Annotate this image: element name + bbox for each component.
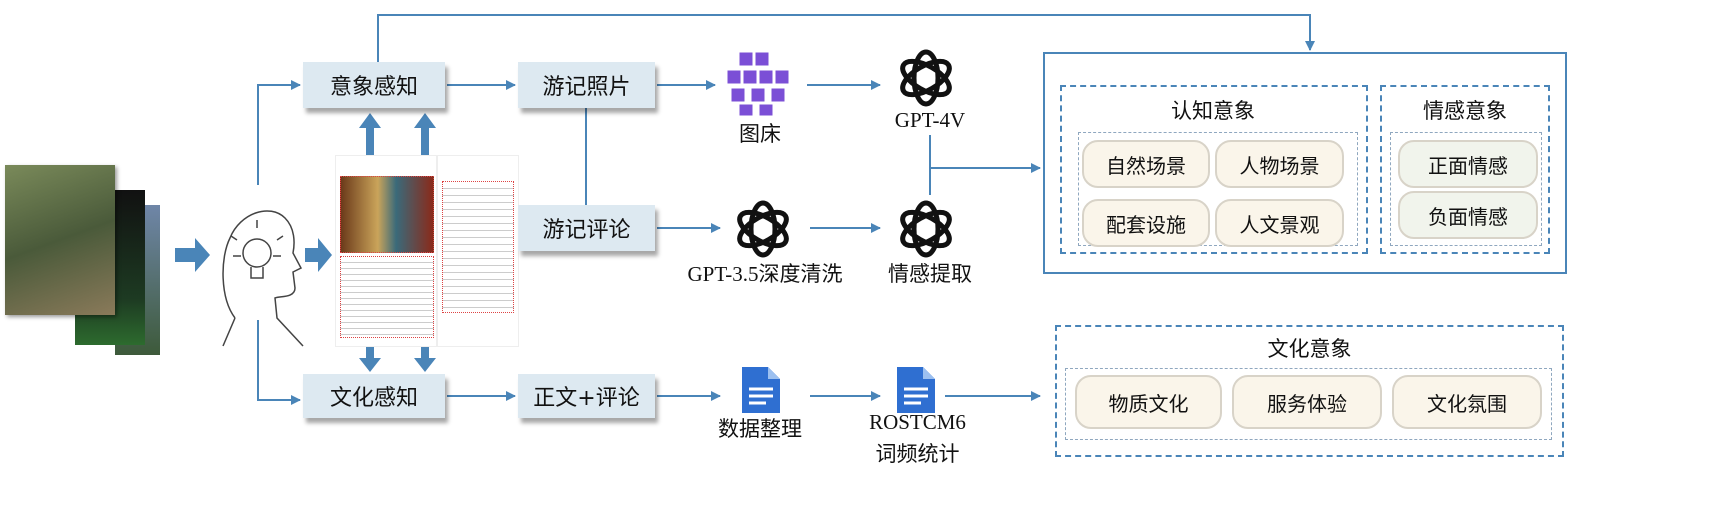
photo-stack [5, 165, 160, 355]
thick-arrows [175, 113, 436, 372]
comment-screenshot [437, 155, 519, 347]
travel-photos-box: 游记照片 [518, 62, 655, 108]
thinking-person-icon [222, 210, 304, 347]
cognitive-image-group [1060, 85, 1368, 254]
emotional-title: 情感意象 [1423, 99, 1507, 123]
item-positive: 正面情感 [1398, 140, 1538, 188]
cognitive-title: 认知意象 [1171, 99, 1255, 123]
cognitive-items-frame [1078, 132, 1358, 246]
item-service-experience: 服务体验 [1232, 375, 1382, 429]
item-natural-scene: 自然场景 [1082, 140, 1210, 188]
item-cultural-landscape: 人文景观 [1215, 199, 1344, 247]
item-people-scene: 人物场景 [1215, 140, 1344, 188]
item-material-culture: 物质文化 [1075, 375, 1222, 429]
text-comments-box: 正文+评论 [518, 374, 655, 418]
gpt4v-label: GPT-4V [894, 108, 966, 132]
culture-perception-box: 文化感知 [303, 374, 445, 418]
cultural-items-frame [1065, 368, 1552, 440]
emotional-image-group [1380, 85, 1550, 254]
image-bed-label: 图床 [739, 122, 781, 146]
openai-icon [737, 200, 789, 258]
openai-icon [900, 49, 952, 107]
cultural-title: 文化意象 [1267, 337, 1352, 361]
sentiment-label: 情感提取 [888, 262, 972, 286]
image-perception-box: 意象感知 [303, 62, 445, 108]
cultural-image-group [1055, 325, 1564, 457]
document-icon [742, 367, 780, 413]
openai-icon [900, 200, 952, 258]
travel-comments-box: 游记评论 [518, 205, 655, 251]
word-freq-label: 词频统计 [875, 442, 960, 466]
emotional-items-frame [1390, 132, 1542, 246]
document-icon [897, 367, 935, 413]
image-bed-icon [726, 51, 790, 117]
item-cultural-atmosphere: 文化氛围 [1392, 375, 1542, 429]
data-org-label: 数据整理 [718, 417, 802, 441]
item-negative: 负面情感 [1398, 191, 1538, 239]
item-facilities: 配套设施 [1082, 199, 1210, 247]
gpt35-label: GPT-3.5深度清洗 [687, 262, 843, 286]
rostcm-label: ROSTCM6 [869, 410, 966, 434]
travel-note-screenshot [335, 155, 437, 347]
image-output-container [1043, 52, 1567, 274]
